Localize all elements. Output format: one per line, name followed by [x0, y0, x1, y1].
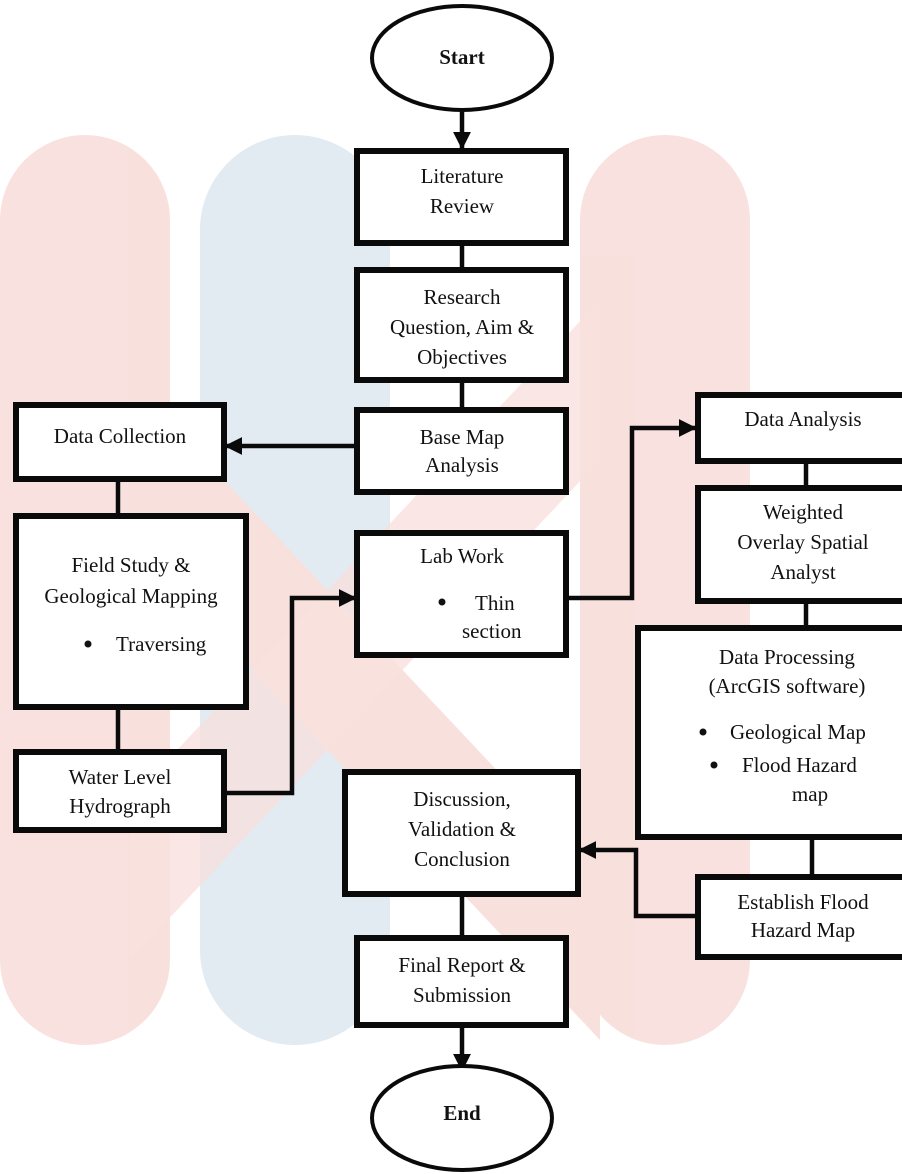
lab-work-bullet-line-1: Thin [475, 591, 515, 615]
start-ellipse [370, 4, 554, 112]
field-study-line-2: Geological Mapping [44, 584, 218, 608]
node-data-processing: Data Processing (ArcGIS software) Geolog… [635, 625, 902, 840]
discussion-box [342, 769, 581, 897]
data-processing-bullet-dot-2 [710, 761, 718, 769]
lab-work-box [354, 530, 569, 658]
node-establish-flood-hazard-map: Establish Flood Hazard Map [695, 874, 902, 960]
base-map-analysis-line-1: Base Map [420, 425, 505, 449]
weighted-overlay-line-2: Overlay Spatial [737, 530, 868, 554]
lab-work-title: Lab Work [420, 544, 504, 568]
research-question-box [354, 267, 569, 383]
end-label: End [443, 1101, 481, 1125]
establish-flood-line-2: Hazard Map [751, 918, 855, 942]
field-study-box [13, 513, 249, 710]
field-study-bullet-1: Traversing [116, 632, 207, 656]
final-report-box [354, 935, 569, 1028]
data-processing-bullet-1: Geological Map [730, 720, 866, 744]
start-label: Start [439, 45, 485, 69]
node-data-analysis: Data Analysis [695, 392, 902, 464]
data-collection-box [13, 402, 227, 482]
connector-labwork-dataanalysis [566, 419, 697, 601]
connector-establish-discussion [578, 841, 695, 919]
data-processing-line-2: (ArcGIS software) [709, 674, 866, 698]
node-discussion: Discussion, Validation & Conclusion [342, 769, 581, 897]
node-field-study: Field Study & Geological Mapping Travers… [13, 513, 249, 710]
data-analysis-box [695, 392, 902, 464]
data-processing-bullet-dot-1 [699, 728, 707, 736]
final-report-line-2: Submission [413, 983, 512, 1007]
establish-flood-box [695, 874, 902, 960]
node-research-question: Research Question, Aim & Objectives [354, 267, 569, 383]
water-level-line-1: Water Level [69, 765, 172, 789]
lab-work-bullet-line-2: section [462, 619, 522, 643]
water-level-line-2: Hydrograph [69, 794, 171, 818]
node-start: Start [370, 4, 554, 112]
data-processing-bullet-2-line-2: map [792, 782, 828, 806]
data-processing-bullet-2-line-1: Flood Hazard [742, 753, 857, 777]
water-level-box [13, 749, 227, 833]
literature-review-line-2: Review [430, 194, 495, 218]
establish-flood-line-1: Establish Flood [737, 890, 869, 914]
weighted-overlay-line-3: Analyst [770, 560, 835, 584]
final-report-line-1: Final Report & [398, 953, 525, 977]
field-study-bullet-dot [84, 640, 92, 648]
weighted-overlay-box [695, 485, 902, 604]
research-question-line-1: Research [424, 285, 501, 309]
research-question-line-3: Objectives [417, 345, 507, 369]
weighted-overlay-line-1: Weighted [763, 500, 843, 524]
data-processing-line-1: Data Processing [719, 645, 855, 669]
literature-review-line-1: Literature [421, 164, 504, 188]
base-map-analysis-line-2: Analysis [425, 453, 499, 477]
connectors [115, 112, 815, 1072]
node-water-level-hydrograph: Water Level Hydrograph [13, 749, 227, 833]
research-question-line-2: Question, Aim & [390, 315, 534, 339]
node-base-map-analysis: Base Map Analysis [354, 407, 569, 495]
node-data-collection: Data Collection [13, 402, 227, 482]
node-literature-review: Literature Review [354, 148, 569, 246]
node-lab-work: Lab Work Thin section [354, 530, 569, 658]
discussion-line-3: Conclusion [414, 847, 510, 871]
discussion-line-1: Discussion, [413, 787, 510, 811]
data-collection-label: Data Collection [54, 424, 187, 448]
field-study-line-1: Field Study & [71, 553, 190, 577]
node-weighted-overlay: Weighted Overlay Spatial Analyst [695, 485, 902, 604]
discussion-line-2: Validation & [408, 817, 516, 841]
data-processing-box [635, 625, 902, 840]
end-ellipse [370, 1064, 554, 1172]
node-end: End [370, 1064, 554, 1172]
literature-review-box [354, 148, 569, 246]
base-map-analysis-box [354, 407, 569, 495]
lab-work-bullet-dot [438, 598, 446, 606]
connector-waterlevel-labwork [224, 589, 357, 796]
node-final-report: Final Report & Submission [354, 935, 569, 1028]
data-analysis-label: Data Analysis [744, 407, 861, 431]
